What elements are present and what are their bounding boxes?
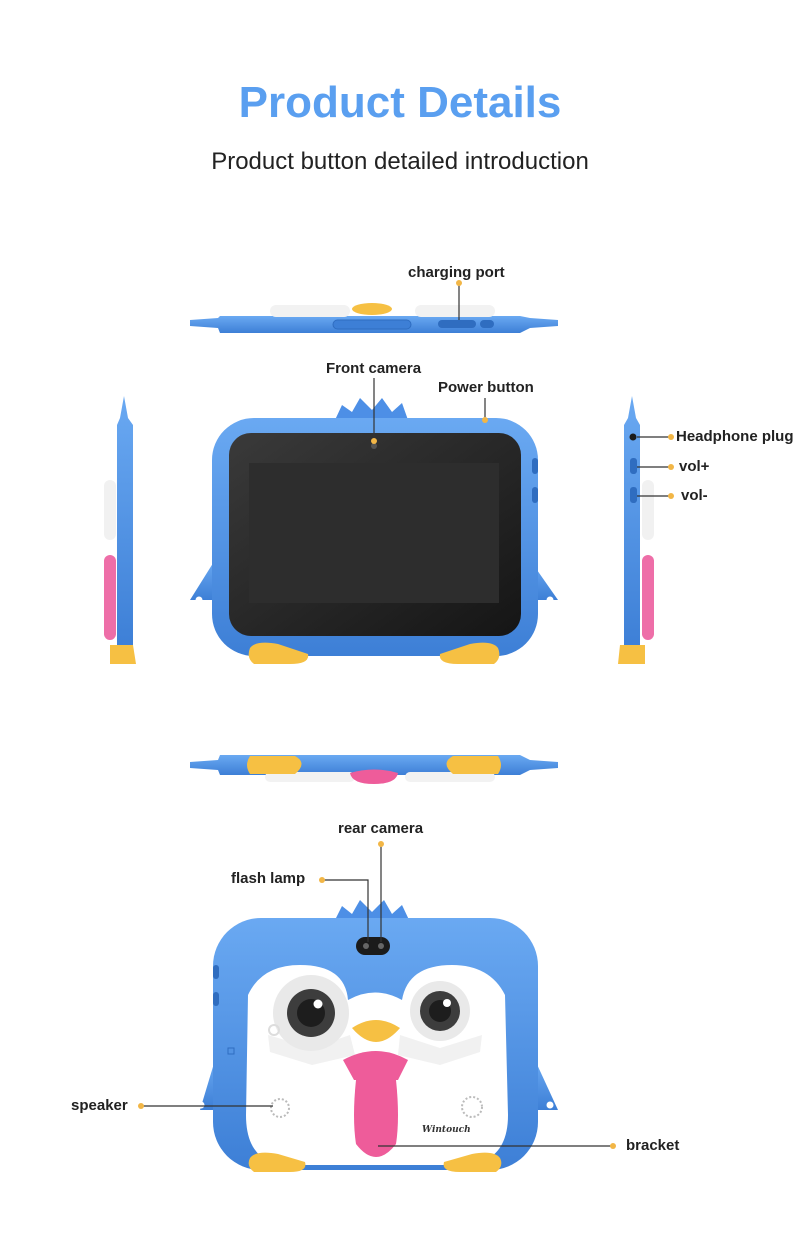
label-speaker: speaker [71, 1097, 128, 1114]
right-side-view [618, 396, 674, 664]
label-headphone-plug: Headphone plug [676, 428, 794, 445]
label-rear-camera: rear camera [338, 820, 424, 837]
label-vol-plus: vol+ [679, 458, 710, 475]
flash-lamp-dot [319, 877, 325, 883]
page-subtitle: Product button detailed introduction [211, 148, 589, 175]
label-vol-minus: vol- [681, 487, 708, 504]
brand-logo: Wintouch [422, 1125, 471, 1135]
front-camera-dot [371, 438, 377, 444]
left-side-view [104, 396, 136, 664]
charging-port-dot [456, 280, 462, 286]
label-bracket: bracket [626, 1137, 680, 1154]
label-flash-lamp: flash lamp [231, 870, 306, 887]
label-charging-port: charging port [408, 264, 505, 281]
back-view: Wintouch [138, 841, 616, 1172]
power-button-dot [482, 417, 488, 423]
speaker-dot [138, 1103, 144, 1109]
vol-minus-dot [668, 493, 674, 499]
bracket-dot [610, 1143, 616, 1149]
vol-plus-dot [668, 464, 674, 470]
label-power-button: Power button [438, 379, 534, 396]
rear-camera-dot [378, 841, 384, 847]
bottom-edge-view [190, 755, 558, 784]
headphone-plug-dot [668, 434, 674, 440]
page-title: Product Details [238, 78, 562, 127]
label-front-camera: Front camera [326, 360, 422, 377]
front-view [190, 378, 558, 664]
top-edge-view [190, 280, 558, 333]
